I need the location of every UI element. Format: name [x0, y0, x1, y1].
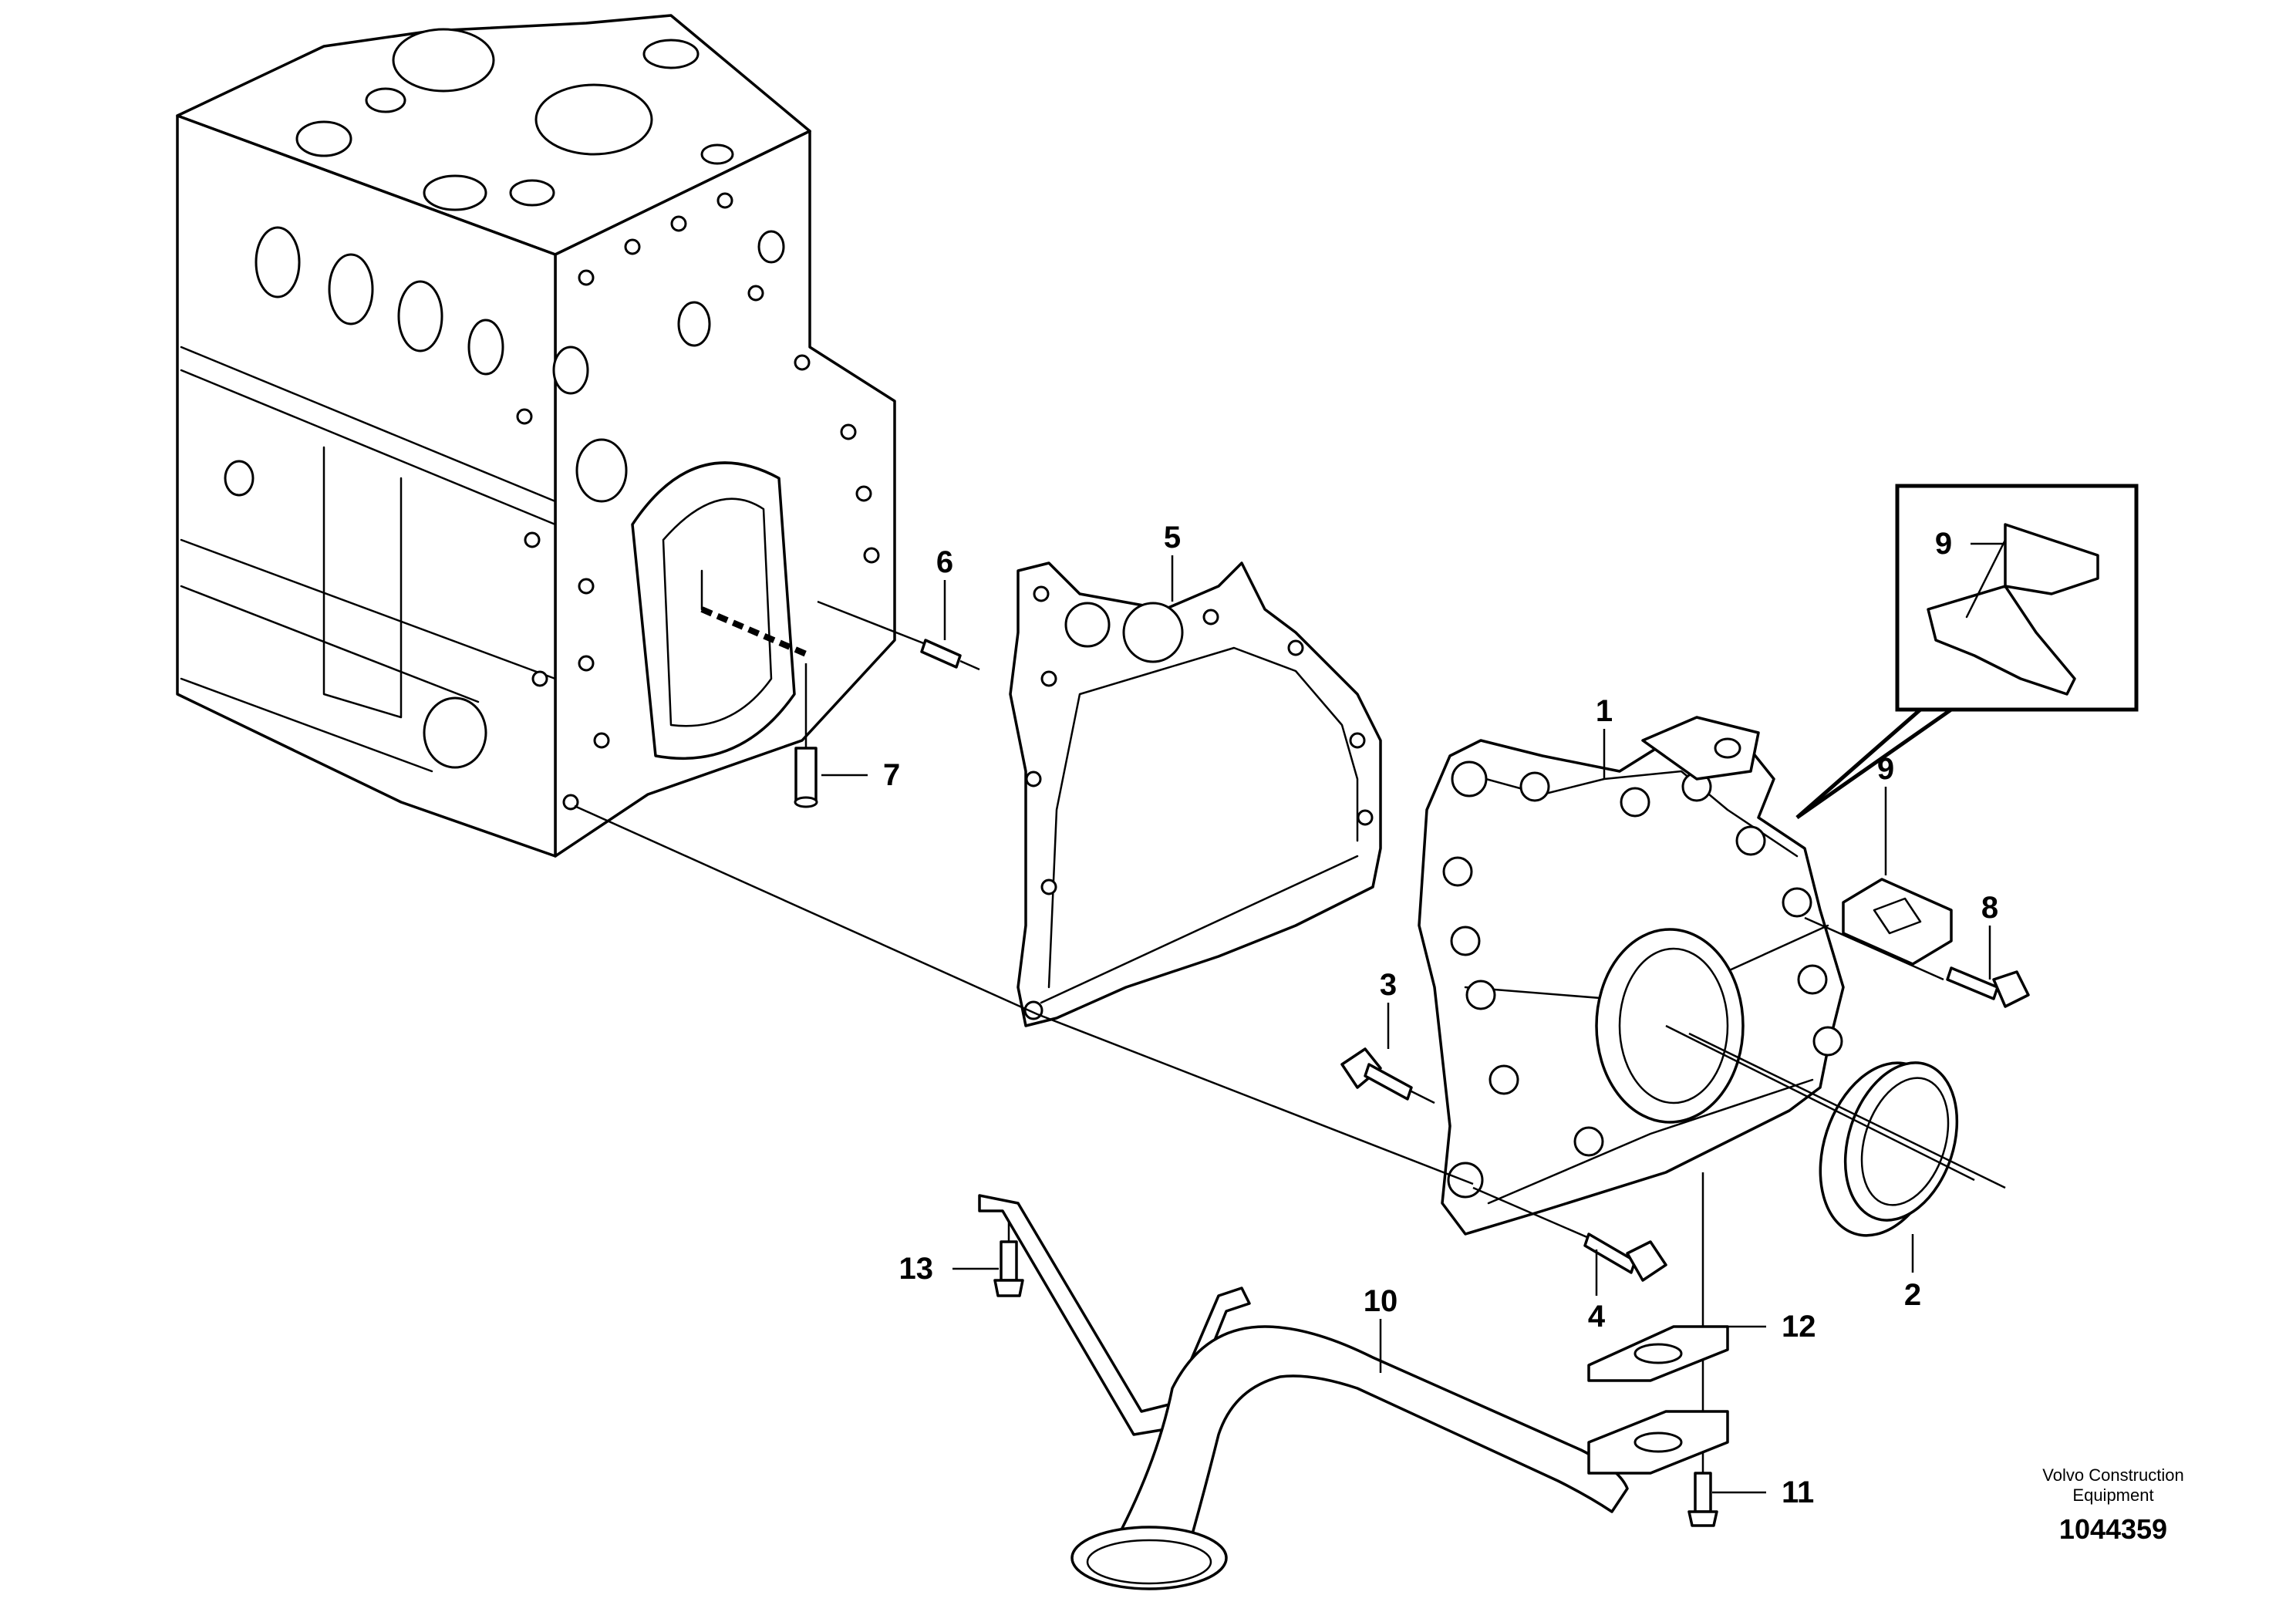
gasket-part-5 [1009, 561, 1382, 1027]
callout-9: 9 [1877, 752, 1894, 786]
assembly-line-block-to-cover [574, 804, 1474, 1185]
drawing-number: 1044359 [2058, 1513, 2168, 1545]
callout-9-inset: 9 [1935, 527, 1952, 561]
bolt-part-8 [1946, 966, 2030, 1008]
callout-labels: 1 2 3 4 5 6 7 8 9 9 10 11 12 13 [821, 521, 2005, 1509]
assembly-line-bracket [1804, 916, 1944, 981]
pin-part-7 [794, 663, 818, 808]
detail-inset-box [1795, 484, 2139, 820]
bracket-part-9 [1842, 878, 1953, 966]
callout-1: 1 [1596, 694, 1613, 728]
callout-12: 12 [1782, 1310, 1816, 1344]
bolt-part-4 [1472, 1186, 1667, 1282]
oil-pickup-pipe-part-10 [978, 1194, 1729, 1590]
callout-8: 8 [1981, 891, 1998, 925]
callout-3: 3 [1380, 968, 1397, 1002]
bolt-part-13 [993, 1203, 1024, 1297]
seal-part-2 [1688, 1032, 2006, 1237]
gasket-part-12 [1587, 1325, 1729, 1382]
callout-2: 2 [1904, 1278, 1921, 1312]
callout-13: 13 [899, 1252, 934, 1286]
publisher-line-2: Equipment [2072, 1485, 2154, 1505]
callout-10: 10 [1364, 1284, 1398, 1318]
front-cover-part-1 [1418, 716, 1845, 1236]
callout-7: 7 [883, 758, 900, 792]
publisher-caption: Volvo Construction Equipment [2005, 1465, 2221, 1506]
callout-11: 11 [1782, 1475, 1814, 1509]
callout-6: 6 [936, 545, 953, 579]
assembly-line-cover-to-seal [1665, 1024, 1975, 1182]
publisher-line-1: Volvo Construction [2042, 1465, 2184, 1485]
dowel-pin-part-6 [817, 600, 980, 671]
callout-4: 4 [1588, 1300, 1606, 1334]
engine-block [176, 14, 896, 858]
bolt-part-3 [1340, 1047, 1435, 1104]
callout-5: 5 [1164, 521, 1181, 555]
